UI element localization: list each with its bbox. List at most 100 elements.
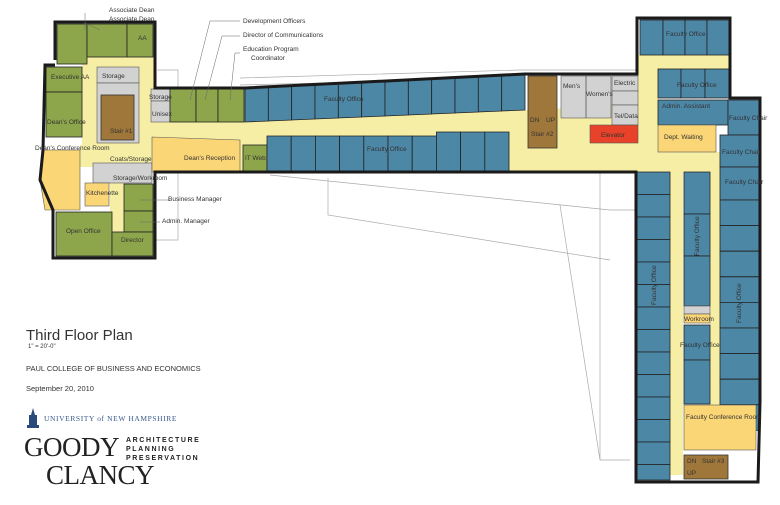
faculty-chair-1 (727, 99, 760, 136)
label-admin-assistant: Admin. Assistant (662, 103, 710, 110)
admin-manager-office (123, 210, 154, 233)
label-deans-conference: Dean's Conference Room (35, 145, 110, 152)
faculty-office (339, 135, 365, 173)
stair-3 (683, 454, 729, 480)
label-workroom: Workroom (684, 316, 714, 323)
plan-title: Third Floor Plan (26, 327, 133, 344)
room-labels: AA Executive AA Storage Storage Unisex D… (35, 31, 768, 477)
plan-scale: 1" = 20'-0" (28, 344, 56, 350)
label-womens: Women's (586, 91, 614, 98)
faculty-office (636, 351, 671, 375)
label-it-web: IT Web (245, 155, 266, 162)
label-storage: Storage (102, 73, 125, 80)
kitchenette (84, 182, 110, 207)
faculty-office (290, 135, 316, 173)
label-faculty-chair-3: Faculty Chair (725, 179, 764, 186)
label-faculty-chair-1: Faculty Chair (729, 115, 768, 122)
west-wing (39, 23, 268, 257)
deans-office (45, 91, 83, 138)
callout-business-manager: Business Manager (168, 196, 223, 203)
stair-1 (100, 94, 135, 141)
faculty-office (435, 131, 462, 173)
faculty-office (431, 77, 456, 115)
faculty-office (314, 135, 341, 173)
faculty-office (484, 131, 510, 173)
callout-leaders (84, 13, 240, 223)
faculty-office (636, 306, 671, 330)
label-storage-workroom: Storage/Workroom (113, 175, 167, 182)
stair-2 (527, 75, 558, 149)
unh-tower-icon (27, 408, 39, 428)
callout-labels: Associate Dean Associate Dean Developmen… (109, 7, 324, 225)
workroom (683, 313, 711, 324)
label-stair2: Stair #2 (531, 131, 554, 138)
faculty-office (244, 86, 269, 123)
faculty-office (719, 225, 760, 252)
faculty-office (384, 79, 409, 117)
label-mens: Men's (563, 83, 581, 90)
label-dn-3: DN (687, 458, 697, 465)
faculty-office (636, 216, 671, 240)
faculty-office (477, 74, 503, 113)
director-office (111, 231, 154, 257)
label-faculty-office-south: Faculty Office (367, 146, 407, 153)
callout-associate-dean-2: Associate Dean (109, 16, 155, 23)
faculty-office (683, 359, 711, 405)
label-dept-waiting: Dept. Waiting (664, 134, 703, 141)
open-office (55, 211, 113, 257)
faculty-office (719, 353, 760, 380)
south-faculty-offices (266, 131, 510, 173)
callout-director-communications: Director of Communications (243, 32, 324, 39)
faculty-office (719, 327, 760, 355)
label-stair3: Stair #3 (702, 458, 725, 465)
faculty-office (636, 194, 671, 218)
label-deans-office: Dean's Office (47, 119, 86, 126)
faculty-office (407, 78, 433, 116)
faculty-office (501, 73, 526, 112)
firm-line-1: GOODY (24, 432, 120, 462)
faculty-office (267, 85, 293, 122)
exterior-walls (38, 16, 762, 484)
faculty-office (363, 135, 389, 173)
associate-dean-office-2 (86, 23, 128, 58)
college-name: PAUL COLLEGE OF BUSINESS AND ECONOMICS (26, 364, 201, 373)
service-preservation: PRESERVATION (126, 455, 200, 462)
unh-wordmark: UNIVERSITY of NEW HAMPSHIRE (44, 413, 178, 423)
aa-office (126, 23, 154, 58)
admin-assistant-office (657, 99, 729, 126)
callout-development-officers: Development Officers (243, 18, 306, 25)
faculty-office (460, 131, 486, 173)
faculty-office (636, 374, 671, 398)
deans-conference-room (39, 149, 81, 211)
storage-workroom (92, 162, 153, 184)
plan-date: September 20, 2010 (26, 384, 94, 393)
label-kitchenette: Kitchenette (86, 190, 119, 197)
associate-dean-office-1 (56, 23, 88, 65)
label-director: Director (121, 237, 145, 244)
east-wing (636, 19, 760, 481)
faculty-office (387, 135, 413, 173)
faculty-conference-room (683, 404, 757, 451)
faculty-office (361, 80, 386, 118)
faculty-office (266, 135, 292, 173)
faculty-office (454, 75, 479, 114)
label-deans-reception: Dean's Reception (184, 155, 235, 162)
label-dn-2: DN (530, 117, 540, 124)
label-open-office: Open Office (66, 228, 101, 235)
faculty-office (719, 199, 760, 227)
label-faculty-office-west-col: Faculty Office (651, 265, 658, 305)
label-faculty-office-mid-col: Faculty Office (694, 216, 701, 256)
faculty-office (291, 84, 316, 121)
label-storage-small: Storage (149, 94, 172, 101)
faculty-chair-3 (719, 166, 760, 201)
business-manager-office (123, 183, 154, 212)
label-executive-aa: Executive AA (51, 74, 90, 81)
faculty-office (683, 255, 711, 307)
label-electric: Electric (614, 80, 636, 87)
faculty-office (636, 396, 671, 420)
label-faculty-office-north: Faculty Office (324, 96, 364, 103)
unh-logo: UNIVERSITY of NEW HAMPSHIRE (26, 408, 177, 428)
faculty-office (719, 250, 760, 278)
label-tel-data: Tel/Data (614, 113, 638, 120)
